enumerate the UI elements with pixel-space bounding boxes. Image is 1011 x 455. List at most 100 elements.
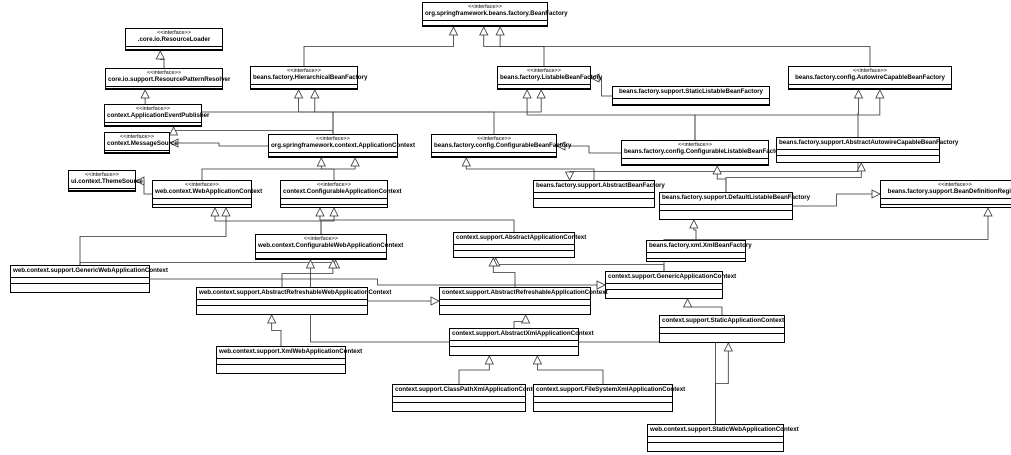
class-box-bean-factory[interactable]: <<interface>>org.springframework.beans.f… bbox=[422, 2, 568, 27]
class-name: web.context.ConfigurableWebApplicationCo… bbox=[258, 242, 404, 249]
class-name: org.springframework.context.ApplicationC… bbox=[271, 142, 416, 149]
class-operations-compartment bbox=[393, 403, 525, 411]
class-header: <<interface>>beans.factory.support.BeanD… bbox=[881, 181, 1011, 199]
class-box-xml-bean-factory[interactable]: beans.factory.xml.XmlBeanFactory bbox=[646, 240, 752, 262]
edge-abstract-bean-factory-to-configurable-bean-factory bbox=[465, 158, 595, 180]
class-attributes-compartment bbox=[606, 284, 722, 290]
interface-stereotype: <<interface>> bbox=[938, 182, 972, 188]
inheritance-arrowhead bbox=[210, 207, 220, 217]
class-header: <<interface>>core.io.support.ResourcePat… bbox=[106, 69, 230, 87]
class-box-configurable-bean-factory[interactable]: <<interface>>beans.factory.config.Config… bbox=[431, 134, 571, 158]
class-name: context.support.StaticApplicationContext bbox=[662, 317, 785, 324]
class-attributes-compartment bbox=[660, 328, 784, 334]
interface-stereotype: <<interface>> bbox=[136, 106, 170, 112]
edge-generic-web-application-context-to-web-application-context bbox=[79, 208, 227, 265]
class-name: context.support.AbstractRefreshableAppli… bbox=[442, 289, 608, 296]
class-header: context.support.StaticApplicationContext bbox=[660, 316, 784, 328]
class-box-static-listable-bean-factory[interactable]: beans.factory.support.StaticListableBean… bbox=[612, 86, 770, 106]
class-attributes-compartment bbox=[197, 300, 367, 306]
class-box-configurable-application-context[interactable]: <<interface>>context.ConfigurableApplica… bbox=[280, 180, 402, 208]
inheritance-arrowhead bbox=[221, 207, 231, 217]
class-operations-compartment bbox=[648, 443, 783, 451]
class-name: web.context.support.StaticWebApplication… bbox=[650, 426, 799, 433]
class-operations-compartment bbox=[217, 365, 345, 373]
class-box-listable-bean-factory[interactable]: <<interface>>beans.factory.ListableBeanF… bbox=[497, 66, 602, 90]
class-box-abstract-application-context[interactable]: context.support.AbstractApplicationConte… bbox=[453, 232, 586, 258]
class-box-resource-loader[interactable]: <<interface>>.core.io.ResourceLoader bbox=[125, 28, 223, 51]
inheritance-arrowhead bbox=[140, 89, 150, 99]
edge-generic-application-context-to-abstract-application-context bbox=[495, 258, 665, 271]
class-box-generic-application-context[interactable]: context.support.GenericApplicationContex… bbox=[605, 271, 737, 299]
class-operations-compartment bbox=[450, 347, 578, 355]
class-header: context.support.AbstractRefreshableAppli… bbox=[440, 288, 608, 300]
class-box-static-web-application-context[interactable]: web.context.support.StaticWebApplication… bbox=[647, 424, 799, 452]
class-box-file-system-xml-application-context[interactable]: context.support.FileSystemXmlApplication… bbox=[533, 384, 686, 412]
class-box-resource-pattern-resolver[interactable]: <<interface>>core.io.support.ResourcePat… bbox=[105, 68, 230, 90]
edge-class-path-xml-application-context-to-abstract-xml-application-context bbox=[458, 356, 490, 384]
class-box-message-source[interactable]: <<interface>>context.MessageSource bbox=[104, 132, 178, 154]
class-box-autowire-capable-bean-factory[interactable]: <<interface>>beans.factory.config.Autowi… bbox=[788, 66, 952, 90]
class-box-abstract-bean-factory[interactable]: beans.factory.support.AbstractBeanFactor… bbox=[533, 180, 665, 208]
class-box-abstract-xml-application-context[interactable]: context.support.AbstractXmlApplicationCo… bbox=[449, 328, 594, 356]
class-attributes-compartment bbox=[105, 151, 169, 153]
class-box-abstract-refreshable-web-application-context[interactable]: web.context.support.AbstractRefreshableW… bbox=[196, 287, 391, 315]
class-box-abstract-refreshable-application-context[interactable]: context.support.AbstractRefreshableAppli… bbox=[439, 287, 608, 315]
interface-stereotype: <<interface>> bbox=[477, 136, 511, 142]
class-box-theme-source[interactable]: <<interface>>ui.context.ThemeSource bbox=[68, 170, 143, 192]
class-box-configurable-web-application-context[interactable]: <<interface>>web.context.ConfigurableWeb… bbox=[255, 234, 404, 260]
class-box-class-path-xml-application-context[interactable]: context.support.ClassPathXmlApplicationC… bbox=[392, 384, 541, 412]
class-box-web-application-context[interactable]: <<interface>>web.context.WebApplicationC… bbox=[152, 180, 262, 208]
inheritance-arrowhead bbox=[305, 259, 316, 269]
class-box-hierarchical-bean-factory[interactable]: <<interface>>beans.factory.HierarchicalB… bbox=[250, 66, 367, 90]
class-box-xml-web-application-context[interactable]: web.context.support.XmlWebApplicationCon… bbox=[216, 346, 362, 374]
edge-file-system-xml-application-context-to-abstract-xml-application-context bbox=[537, 356, 604, 384]
class-header: <<interface>>beans.factory.config.Autowi… bbox=[789, 67, 951, 85]
inheritance-arrowhead bbox=[712, 165, 722, 175]
interface-stereotype: <<interface>> bbox=[468, 4, 502, 10]
class-box-configurable-listable-bean-factory[interactable]: <<interface>>beans.factory.config.Config… bbox=[621, 140, 785, 166]
class-operations-compartment bbox=[881, 205, 1011, 207]
class-attributes-compartment bbox=[256, 253, 386, 259]
edge-application-context-to-message-source bbox=[170, 142, 268, 147]
edge-static-application-context-to-generic-application-context bbox=[687, 299, 723, 315]
class-box-bean-definition-registry[interactable]: <<interface>>beans.factory.support.BeanD… bbox=[880, 180, 1011, 208]
class-header: <<interface>>context.MessageSource bbox=[105, 133, 178, 151]
class-name: beans.factory.xml.XmlBeanFactory bbox=[649, 242, 752, 249]
inheritance-arrowhead bbox=[479, 26, 489, 36]
inheritance-arrowhead bbox=[155, 50, 165, 60]
class-attributes-compartment bbox=[881, 199, 1011, 205]
class-name: beans.factory.config.AutowireCapableBean… bbox=[795, 74, 945, 81]
class-box-default-listable-bean-factory[interactable]: beans.factory.support.DefaultListableBea… bbox=[659, 192, 811, 220]
class-header: <<interface>>beans.factory.ListableBeanF… bbox=[498, 67, 602, 85]
inheritance-arrowhead bbox=[689, 219, 699, 229]
interface-stereotype: <<interface>> bbox=[147, 70, 181, 76]
edge-configurable-bean-factory-to-hierarchical-bean-factory bbox=[298, 90, 495, 134]
interface-stereotype: <<interface>> bbox=[853, 68, 887, 74]
class-attributes-compartment bbox=[613, 99, 769, 105]
class-header: <<interface>>beans.factory.HierarchicalB… bbox=[251, 67, 367, 85]
class-attributes-compartment bbox=[432, 153, 556, 157]
class-attributes-compartment bbox=[534, 397, 672, 403]
class-name: context.support.FileSystemXmlApplication… bbox=[536, 386, 686, 393]
class-name: context.support.GenericApplicationContex… bbox=[608, 273, 737, 280]
edge-hierarchical-bean-factory-to-bean-factory bbox=[303, 27, 454, 66]
interface-stereotype: <<interface>> bbox=[287, 68, 321, 74]
class-header: beans.factory.support.AbstractAutowireCa… bbox=[777, 138, 958, 150]
class-box-application-event-publisher[interactable]: <<interface>>context.ApplicationEventPub… bbox=[104, 104, 209, 127]
edge-abstract-autowire-capable-bean-factory-to-autowire-capable-bean-factory bbox=[857, 90, 859, 137]
edge-configurable-web-application-context-to-web-application-context bbox=[214, 208, 322, 234]
class-attributes-compartment bbox=[777, 150, 939, 156]
class-box-static-application-context[interactable]: context.support.StaticApplicationContext bbox=[659, 315, 785, 343]
class-name: beans.factory.support.DefaultListableBea… bbox=[662, 194, 811, 201]
inheritance-arrowhead bbox=[293, 89, 304, 99]
class-box-abstract-autowire-capable-bean-factory[interactable]: beans.factory.support.AbstractAutowireCa… bbox=[776, 137, 958, 163]
class-header: <<interface>>.core.io.ResourceLoader bbox=[126, 29, 222, 47]
class-header: web.context.support.AbstractRefreshableW… bbox=[197, 288, 391, 300]
class-box-application-context[interactable]: <<interface>>org.springframework.context… bbox=[268, 134, 416, 158]
interface-stereotype: <<interface>> bbox=[185, 182, 219, 188]
class-box-generic-web-application-context[interactable]: web.context.support.GenericWebApplicatio… bbox=[10, 265, 168, 293]
class-attributes-compartment bbox=[69, 189, 135, 191]
class-attributes-compartment bbox=[105, 123, 201, 126]
class-name: web.context.support.GenericWebApplicatio… bbox=[13, 267, 168, 274]
